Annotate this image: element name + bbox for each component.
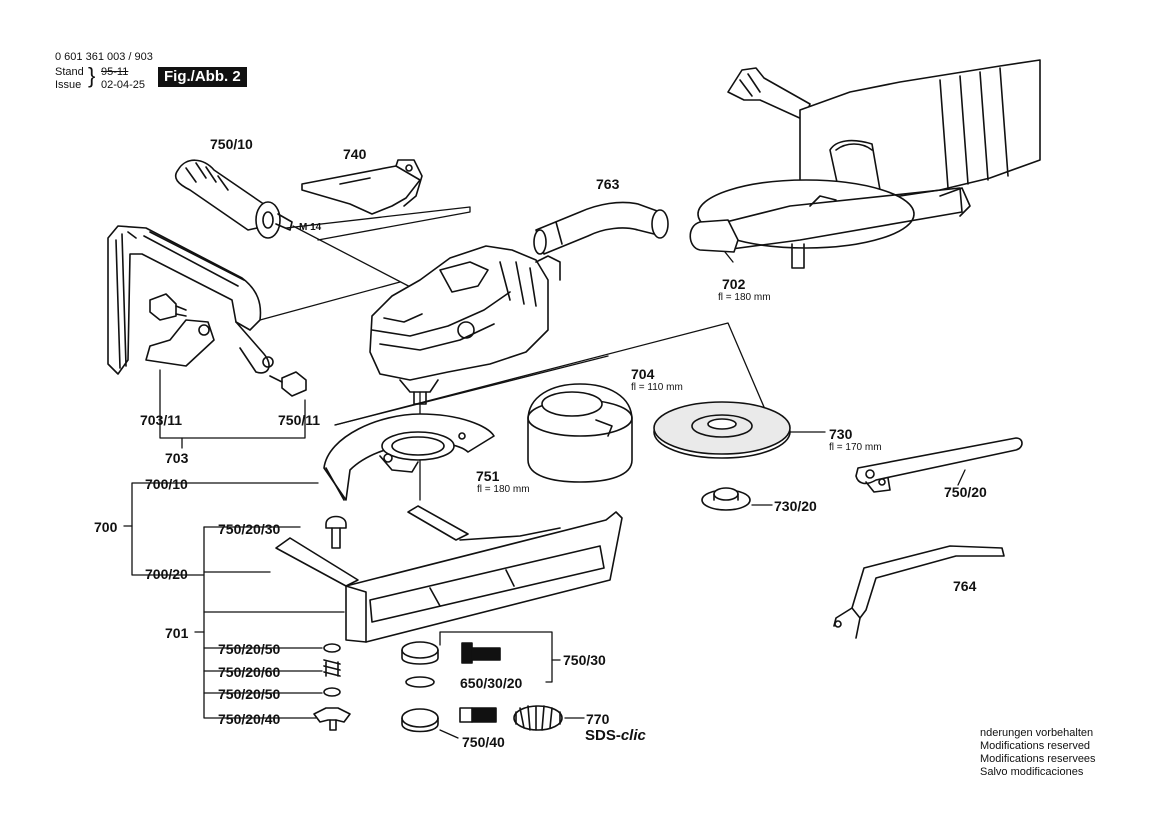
part-label-750-10: 750/10: [210, 136, 253, 152]
part-label-730-20: 730/20: [774, 498, 817, 514]
part-label-730: 730: [829, 426, 853, 442]
grinder-assembly-with-cutting-guide: [689, 59, 1041, 269]
part-label-764: 764: [953, 578, 977, 594]
clic-text: clic: [620, 727, 646, 744]
angle-grinder-body: [369, 245, 561, 405]
issue-label: Issue: [55, 79, 82, 91]
brace-glyph: }: [88, 63, 96, 88]
leader-lines: [123, 206, 966, 739]
protective-bow-703: [107, 225, 307, 397]
stand-value: 95-11: [101, 66, 129, 78]
side-handle-750-10: [174, 159, 293, 239]
wheel-guard-751: [323, 413, 495, 501]
part-label-750-20-40: 750/20/40: [218, 711, 281, 727]
part-label-751: 751: [476, 468, 500, 484]
note-line-3: Modifications reservees: [980, 753, 1096, 765]
part-label-701: 701: [165, 625, 189, 641]
sds-clic-logo: SDS-clic: [585, 727, 646, 744]
part-label-770: 770: [586, 711, 610, 727]
part-note-751: fl = 180 mm: [477, 484, 530, 495]
document-number: 0 601 361 003 / 903: [55, 51, 153, 63]
note-line-4: Salvo modificaciones: [980, 766, 1084, 778]
part-label-700-10: 700/10: [145, 476, 188, 492]
part-note-730: fl = 170 mm: [829, 442, 882, 453]
part-label-703-11: 703/11: [140, 412, 183, 428]
part-label-703: 703: [165, 450, 189, 466]
grinding-disc-730: [653, 401, 791, 459]
stand-label: Stand: [55, 66, 84, 78]
part-label-750-40: 750/40: [462, 734, 505, 750]
flange-730-20: [701, 487, 751, 511]
cup-guard-704: [527, 383, 633, 483]
note-line-1: nderungen vorbehalten: [980, 727, 1094, 739]
pin-wrench-750-20: [855, 437, 1023, 493]
part-label-750-20-50-top: 750/20/50: [218, 641, 281, 657]
part-label-750-20: 750/20: [944, 484, 987, 500]
note-line-2: Modifications reserved: [980, 740, 1091, 752]
flange-nuts-750: [401, 641, 563, 733]
cutting-guide-700: [275, 505, 623, 643]
washers-and-spring: [313, 643, 351, 731]
part-label-750-30: 750/30: [563, 652, 606, 668]
part-label-m14: M 14: [299, 222, 322, 233]
issue-value: 02-04-25: [101, 79, 146, 91]
mounting-bracket-740: [301, 159, 423, 215]
part-label-704: 704: [631, 366, 655, 382]
part-note-704: fl = 110 mm: [631, 382, 683, 393]
wrench-764: [833, 545, 1005, 639]
part-label-650-30-20: 650/30/20: [460, 675, 523, 691]
suction-hose-763: [533, 201, 669, 255]
part-label-700-20: 700/20: [145, 566, 188, 582]
sds-text: SDS-: [585, 727, 621, 744]
figure-label: Fig./Abb. 2: [158, 67, 247, 87]
part-label-702: 702: [722, 276, 746, 292]
part-label-763: 763: [596, 176, 620, 192]
part-note-702: fl = 180 mm: [718, 292, 771, 303]
part-label-750-11: 750/11: [278, 412, 321, 428]
part-label-740: 740: [343, 146, 367, 162]
part-label-700: 700: [94, 519, 118, 535]
part-label-750-20-30: 750/20/30: [218, 521, 281, 537]
part-label-750-20-50-bottom: 750/20/50: [218, 686, 281, 702]
part-label-750-20-60: 750/20/60: [218, 664, 281, 680]
